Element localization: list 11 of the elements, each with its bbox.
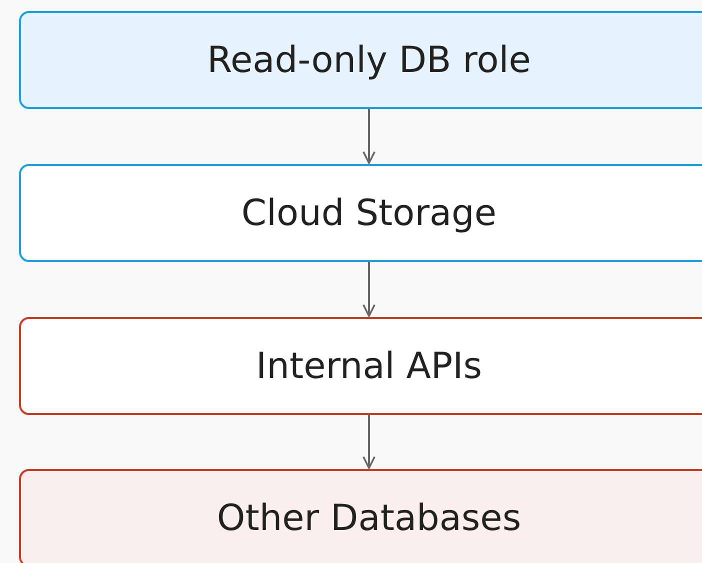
box-label: Other Databases xyxy=(216,498,522,538)
process-box xyxy=(19,317,702,415)
arrow xyxy=(362,109,376,164)
box-label: Cloud Storage xyxy=(241,192,497,234)
box-label: Internal APIs xyxy=(256,346,482,386)
process-box xyxy=(19,164,702,262)
box-label: Read-only DB role xyxy=(207,40,531,80)
process-box xyxy=(19,469,702,563)
arrow xyxy=(362,415,376,469)
arrow xyxy=(362,262,376,317)
process-box xyxy=(19,11,702,109)
